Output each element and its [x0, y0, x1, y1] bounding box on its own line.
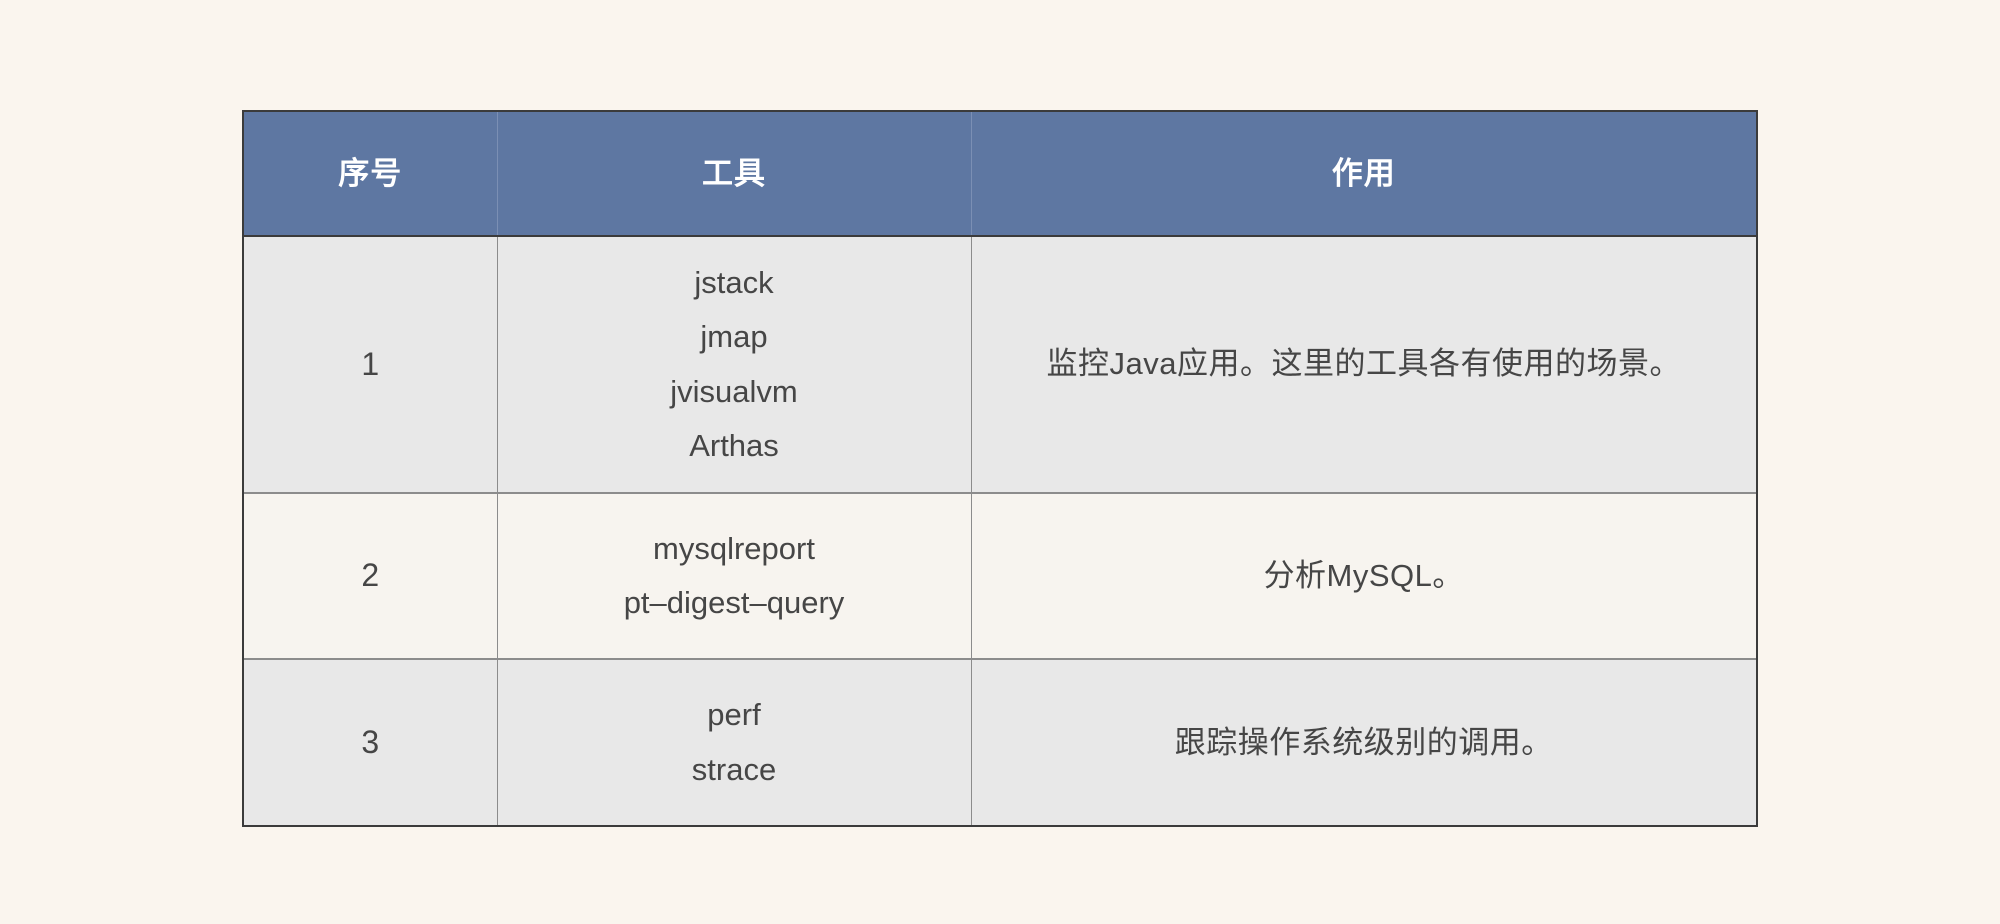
- cell-purpose: 跟踪操作系统级别的调用。: [971, 659, 1756, 826]
- tools-table-container: 序号 工具 作用 1 jstack jmap jvisualvm Arthas …: [242, 110, 1758, 828]
- cell-index: 1: [244, 236, 498, 495]
- table-header: 序号 工具 作用: [244, 112, 1756, 236]
- tool-name: mysqlreport: [653, 530, 815, 566]
- tool-name: Arthas: [689, 427, 779, 463]
- cell-tools: jstack jmap jvisualvm Arthas: [497, 236, 972, 495]
- table-body: 1 jstack jmap jvisualvm Arthas 监控Java应用。…: [244, 236, 1756, 826]
- tool-name: jvisualvm: [670, 373, 798, 409]
- cell-index: 2: [244, 493, 498, 661]
- column-header-tool: 工具: [497, 112, 972, 236]
- tool-name: pt–digest–query: [623, 585, 845, 621]
- tool-name: jstack: [694, 265, 774, 300]
- cell-index: 3: [244, 659, 498, 826]
- cell-purpose: 监控Java应用。这里的工具各有使用的场景。: [971, 236, 1756, 495]
- tool-name: perf: [707, 697, 761, 733]
- tools-table: 序号 工具 作用 1 jstack jmap jvisualvm Arthas …: [244, 112, 1756, 826]
- cell-purpose: 分析MySQL。: [971, 493, 1756, 661]
- table-row: 3 perf strace 跟踪操作系统级别的调用。: [244, 659, 1756, 826]
- table-row: 1 jstack jmap jvisualvm Arthas 监控Java应用。…: [244, 236, 1756, 495]
- cell-tools: perf strace: [497, 659, 972, 826]
- tool-name: jmap: [700, 319, 768, 355]
- cell-tools: mysqlreport pt–digest–query: [497, 493, 972, 661]
- tool-name: strace: [691, 751, 777, 787]
- column-header-purpose: 作用: [971, 112, 1756, 236]
- table-header-row: 序号 工具 作用: [244, 112, 1756, 236]
- column-header-index: 序号: [244, 112, 498, 236]
- table-row: 2 mysqlreport pt–digest–query 分析MySQL。: [244, 493, 1756, 661]
